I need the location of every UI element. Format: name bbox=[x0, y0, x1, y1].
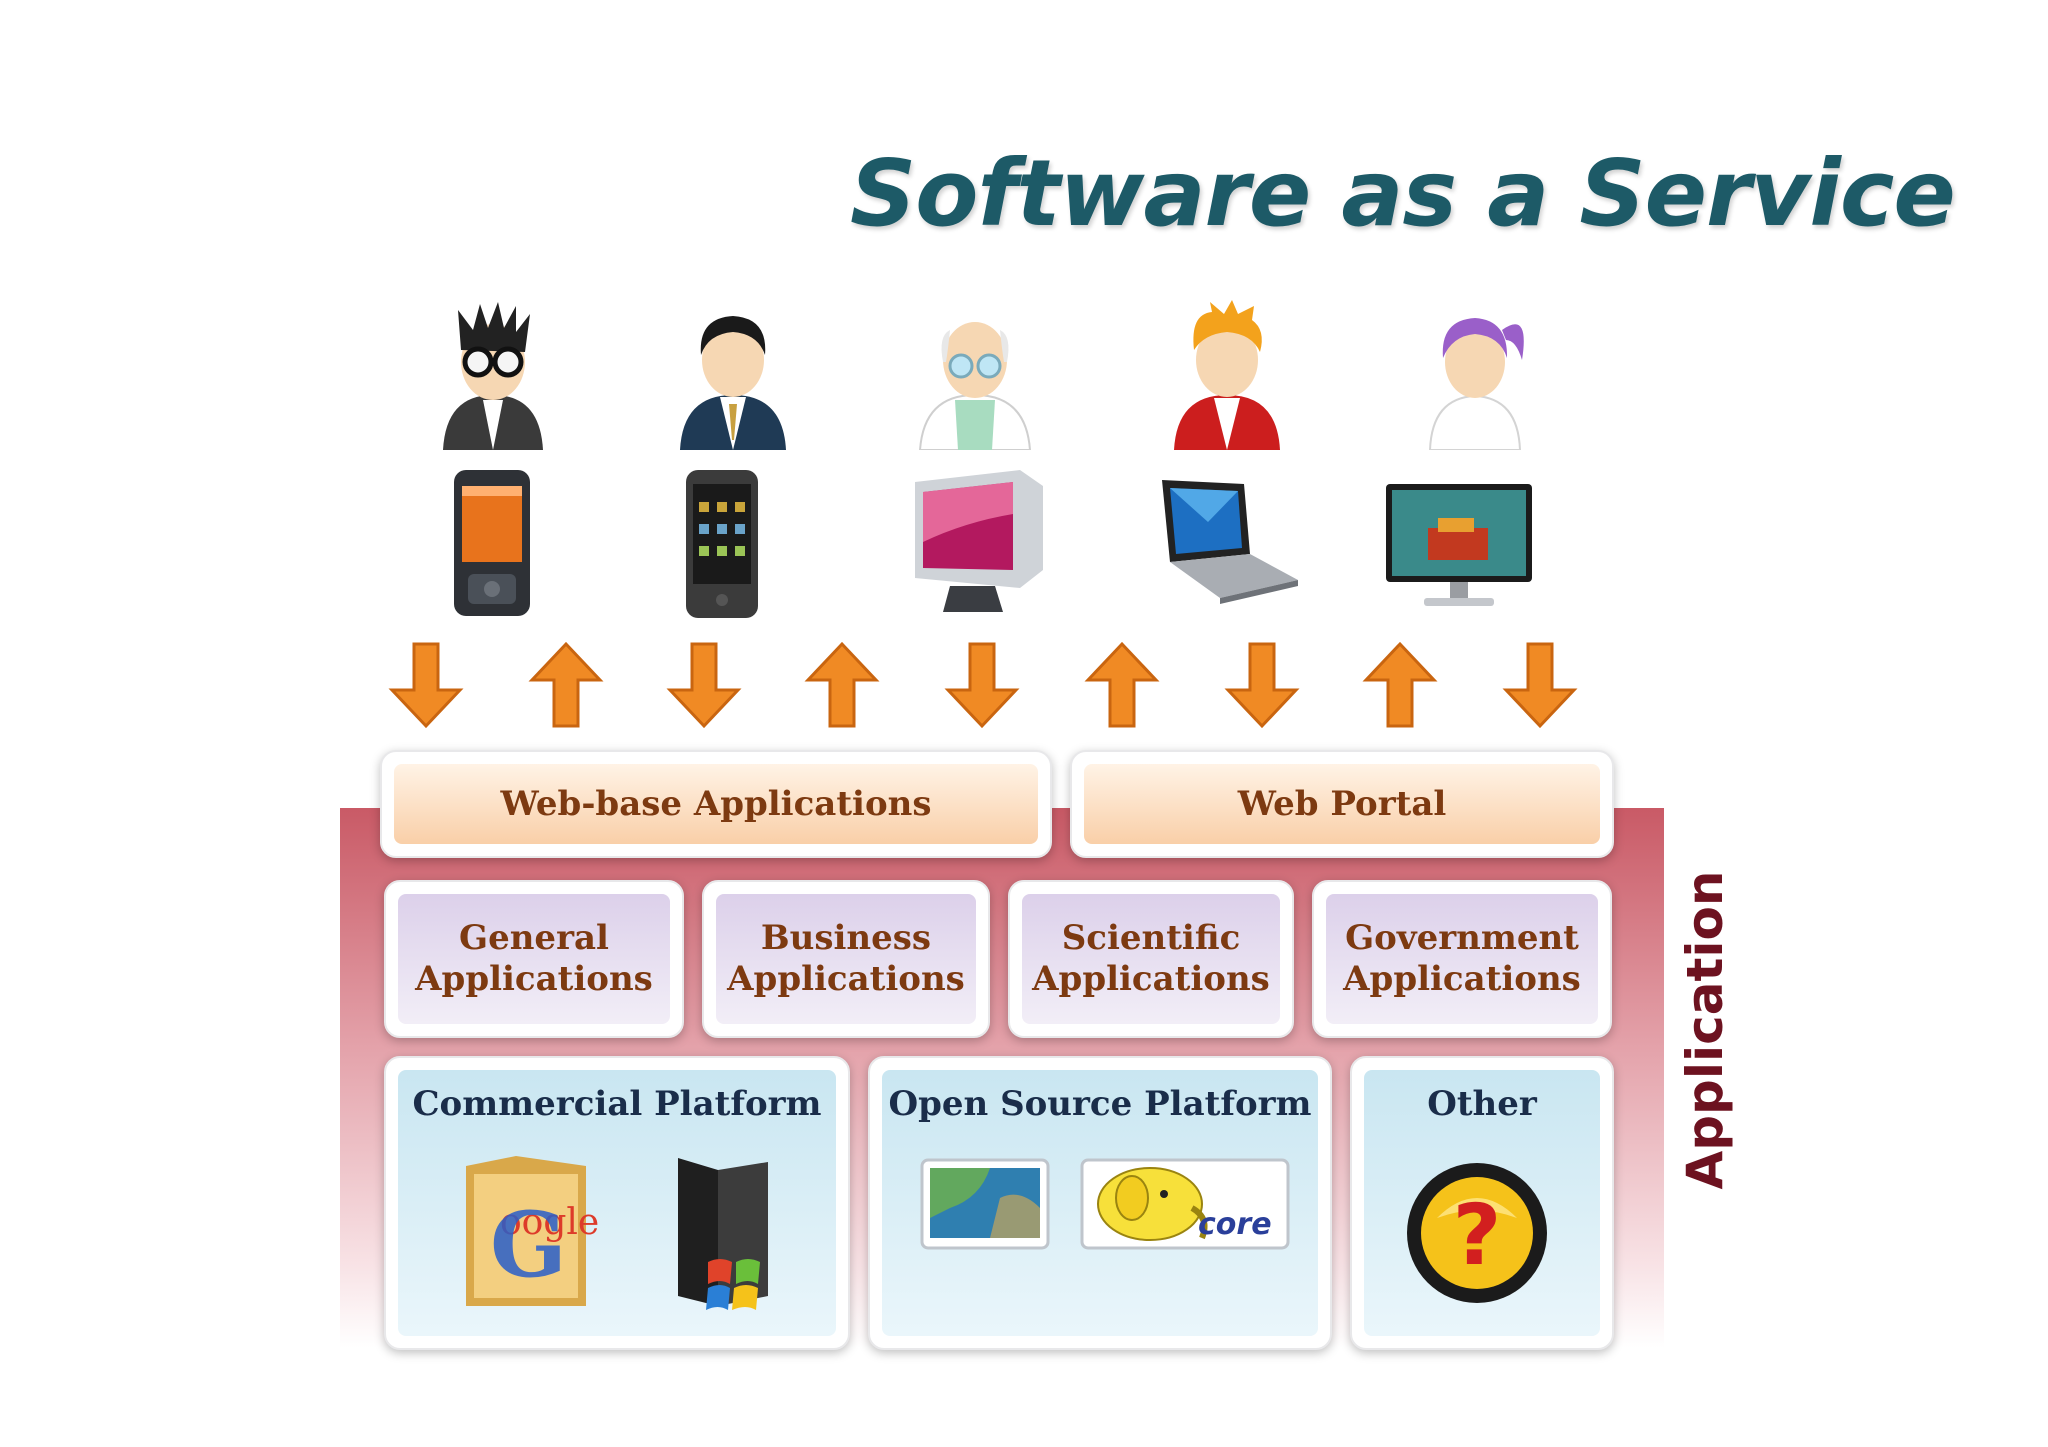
hadoop-core-icon: core bbox=[1080, 1158, 1290, 1250]
category-line1: Government bbox=[1345, 918, 1579, 959]
google-folder-icon: oogle G bbox=[466, 1156, 599, 1306]
arrow-down-icon bbox=[944, 642, 1020, 729]
laptop-icon bbox=[1162, 480, 1298, 604]
google-logo-text: oogle bbox=[500, 1202, 599, 1243]
goggles-user-icon bbox=[443, 302, 543, 450]
businessman-icon bbox=[680, 316, 786, 450]
arrow-down-icon bbox=[1224, 642, 1300, 729]
category-line1: General bbox=[459, 918, 609, 959]
crt-monitor-icon bbox=[915, 470, 1043, 612]
open-source-platform-box: Open Source Platform core bbox=[868, 1056, 1332, 1350]
commercial-platform-box: Commercial Platform oogle G bbox=[384, 1056, 850, 1350]
question-mark-icon: ? bbox=[1407, 1163, 1547, 1303]
svg-text:G: G bbox=[490, 1192, 567, 1298]
arrow-up-icon bbox=[1362, 641, 1438, 728]
arrow-down-icon bbox=[1502, 642, 1578, 729]
scientist-icon bbox=[918, 322, 1032, 450]
application-side-label: Application bbox=[1665, 860, 1745, 1200]
arrow-up-icon bbox=[1084, 641, 1160, 728]
category-line2: Applications bbox=[1032, 959, 1270, 999]
web-base-applications-box: Web-base Applications bbox=[380, 750, 1052, 858]
category-line1: Business bbox=[760, 918, 932, 959]
smartphone-icon bbox=[686, 470, 758, 618]
pda-phone-icon bbox=[454, 470, 530, 616]
question-mark-text: ? bbox=[1453, 1186, 1502, 1284]
page-title: Software as a Service bbox=[850, 140, 1956, 247]
application-label-text: Application bbox=[1676, 870, 1734, 1190]
arrow-up-icon bbox=[804, 641, 880, 728]
red-jacket-user-icon bbox=[1174, 300, 1280, 450]
arrow-down-icon bbox=[388, 642, 464, 729]
web-portal-box: Web Portal bbox=[1070, 750, 1614, 858]
lcd-monitor-icon bbox=[1386, 484, 1532, 606]
windows-folder-icon bbox=[678, 1158, 768, 1310]
web-portal-label: Web Portal bbox=[1084, 764, 1600, 844]
arrow-up-icon bbox=[528, 641, 604, 728]
category-line2: Applications bbox=[727, 959, 965, 999]
category-line2: Applications bbox=[1343, 959, 1581, 999]
hadoop-logo-text: core bbox=[1198, 1207, 1272, 1242]
web-base-applications-label: Web-base Applications bbox=[394, 764, 1038, 844]
category-line1: Scientific bbox=[1061, 918, 1241, 959]
arrow-down-icon bbox=[666, 642, 742, 729]
purple-hair-user-icon bbox=[1428, 318, 1524, 450]
category-line2: Applications bbox=[415, 959, 653, 999]
map-image-icon bbox=[920, 1158, 1050, 1250]
other-platform-box: Other ? bbox=[1350, 1056, 1614, 1350]
